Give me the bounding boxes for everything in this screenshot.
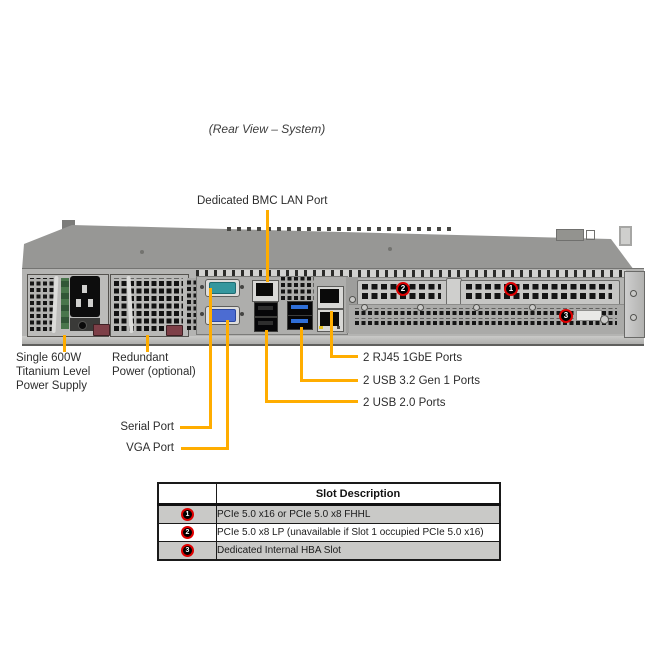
label-rj45-ports: 2 RJ45 1GbE Ports [363, 352, 463, 364]
slot-desc-2: PCIe 5.0 x8 LP (unavailable if Slot 1 oc… [216, 523, 501, 542]
leader-serial-h [180, 426, 212, 429]
slot-desc-3: Dedicated Internal HBA Slot [216, 541, 501, 561]
chassis-right-ear [619, 226, 632, 246]
leader-rj45-h [330, 355, 358, 358]
page-title: (Rear View – System) [208, 122, 326, 136]
psu-button [78, 321, 87, 330]
label-usb2-ports: 2 USB 2.0 Ports [363, 397, 446, 409]
table-header-row: Slot Description [157, 482, 501, 506]
vga-port-connector [209, 309, 236, 322]
leader-rj45-v [330, 311, 333, 358]
slot-2-marker: 2 [396, 282, 410, 296]
ac-pin-ground [82, 285, 87, 293]
top-panel-vent-dashes [227, 227, 453, 231]
usb3-port-top [287, 301, 313, 316]
label-power-supply: Single 600W Titanium Level Power Supply [16, 352, 91, 392]
slot-desc-1: PCIe 5.0 x16 or PCIe 5.0 x8 FHHL [216, 504, 501, 524]
table-header-empty [157, 482, 217, 506]
rail-screw-top [630, 290, 637, 297]
label-usb3-ports: 2 USB 3.2 Gen 1 Ports [363, 375, 480, 387]
io-side-vent-strip [187, 278, 196, 330]
leader-usb3-v [300, 327, 303, 382]
label-vga-port: VGA Port [126, 442, 174, 454]
slot-3-marker: 3 [559, 309, 573, 323]
redundant-bay-latch [166, 325, 183, 336]
top-panel-screw [388, 247, 392, 251]
bmc-lan-jack [256, 283, 273, 296]
leader-redundant-power [146, 335, 149, 352]
rj45-gbe-jack-top [320, 289, 339, 303]
table-row: 3 Dedicated Internal HBA Slot [157, 541, 501, 561]
rj45-led-yellow [319, 326, 323, 329]
leader-usb2-v [265, 330, 268, 403]
table-header-label: Slot Description [216, 482, 501, 506]
serial-screw-left [200, 285, 204, 289]
strip-screw-3 [473, 304, 480, 311]
hba-slot-blank [576, 310, 602, 321]
slot-badge-3: 3 [181, 544, 194, 557]
leader-usb2-h [265, 400, 358, 403]
psu-vent-grid [30, 278, 54, 331]
leader-bmc-lan [266, 210, 269, 282]
rj45-gbe-jack-bottom [320, 312, 339, 326]
hba-strip-vents-top [355, 308, 617, 315]
chassis-bottom-rail [22, 336, 644, 346]
pcie-slot-1-vents [466, 284, 612, 299]
serial-port-connector [209, 282, 236, 294]
chassis-right-rail [624, 271, 645, 338]
redundant-bay-vent-grid [114, 278, 183, 331]
hba-strip-vents-bottom [355, 318, 617, 325]
slot-badge-1: 1 [181, 508, 194, 521]
ac-pin-left [76, 299, 81, 307]
divider-screw [349, 296, 356, 303]
psu-latch [93, 324, 110, 336]
leader-power-supply [63, 335, 66, 352]
top-panel-screw-2 [140, 250, 144, 254]
vga-screw-left [200, 312, 204, 316]
strip-screw-4 [529, 304, 536, 311]
leader-usb3-h [300, 379, 358, 382]
rj45-led-right [337, 326, 340, 329]
vga-screw-right [240, 312, 244, 316]
io-center-vent-grid [281, 277, 314, 300]
top-panel-cutout [556, 229, 584, 241]
ac-pin-right [88, 299, 93, 307]
usb3-port-bottom [287, 315, 313, 330]
label-bmc-lan-port: Dedicated BMC LAN Port [197, 195, 328, 207]
psu-pcb-strip [61, 278, 69, 329]
ac-inlet [70, 276, 100, 317]
strip-screw-1 [361, 304, 368, 311]
label-redundant-power: Redundant Power (optional) [112, 352, 196, 378]
table-row: 1 PCIe 5.0 x16 or PCIe 5.0 x8 FHHL [157, 504, 501, 524]
rear-top-vent-strip [196, 270, 626, 278]
serial-screw-right [240, 285, 244, 289]
slot-description-table: Slot Description 1 PCIe 5.0 x16 or PCIe … [157, 482, 501, 561]
strip-screw-2 [417, 304, 424, 311]
leader-vga-v [226, 320, 229, 450]
slot-badge-2: 2 [181, 526, 194, 539]
top-panel-cutout-small [586, 230, 595, 240]
usb2-port-top [254, 302, 278, 317]
slot-1-marker: 1 [504, 282, 518, 296]
leader-vga-h [181, 447, 229, 450]
chassis-left-ear [62, 220, 75, 229]
leader-serial-v [209, 288, 212, 429]
table-row: 2 PCIe 5.0 x8 LP (unavailable if Slot 1 … [157, 523, 501, 542]
rail-screw-bottom [630, 314, 637, 321]
strip-screw-5 [600, 315, 609, 324]
label-serial-port: Serial Port [120, 421, 174, 433]
